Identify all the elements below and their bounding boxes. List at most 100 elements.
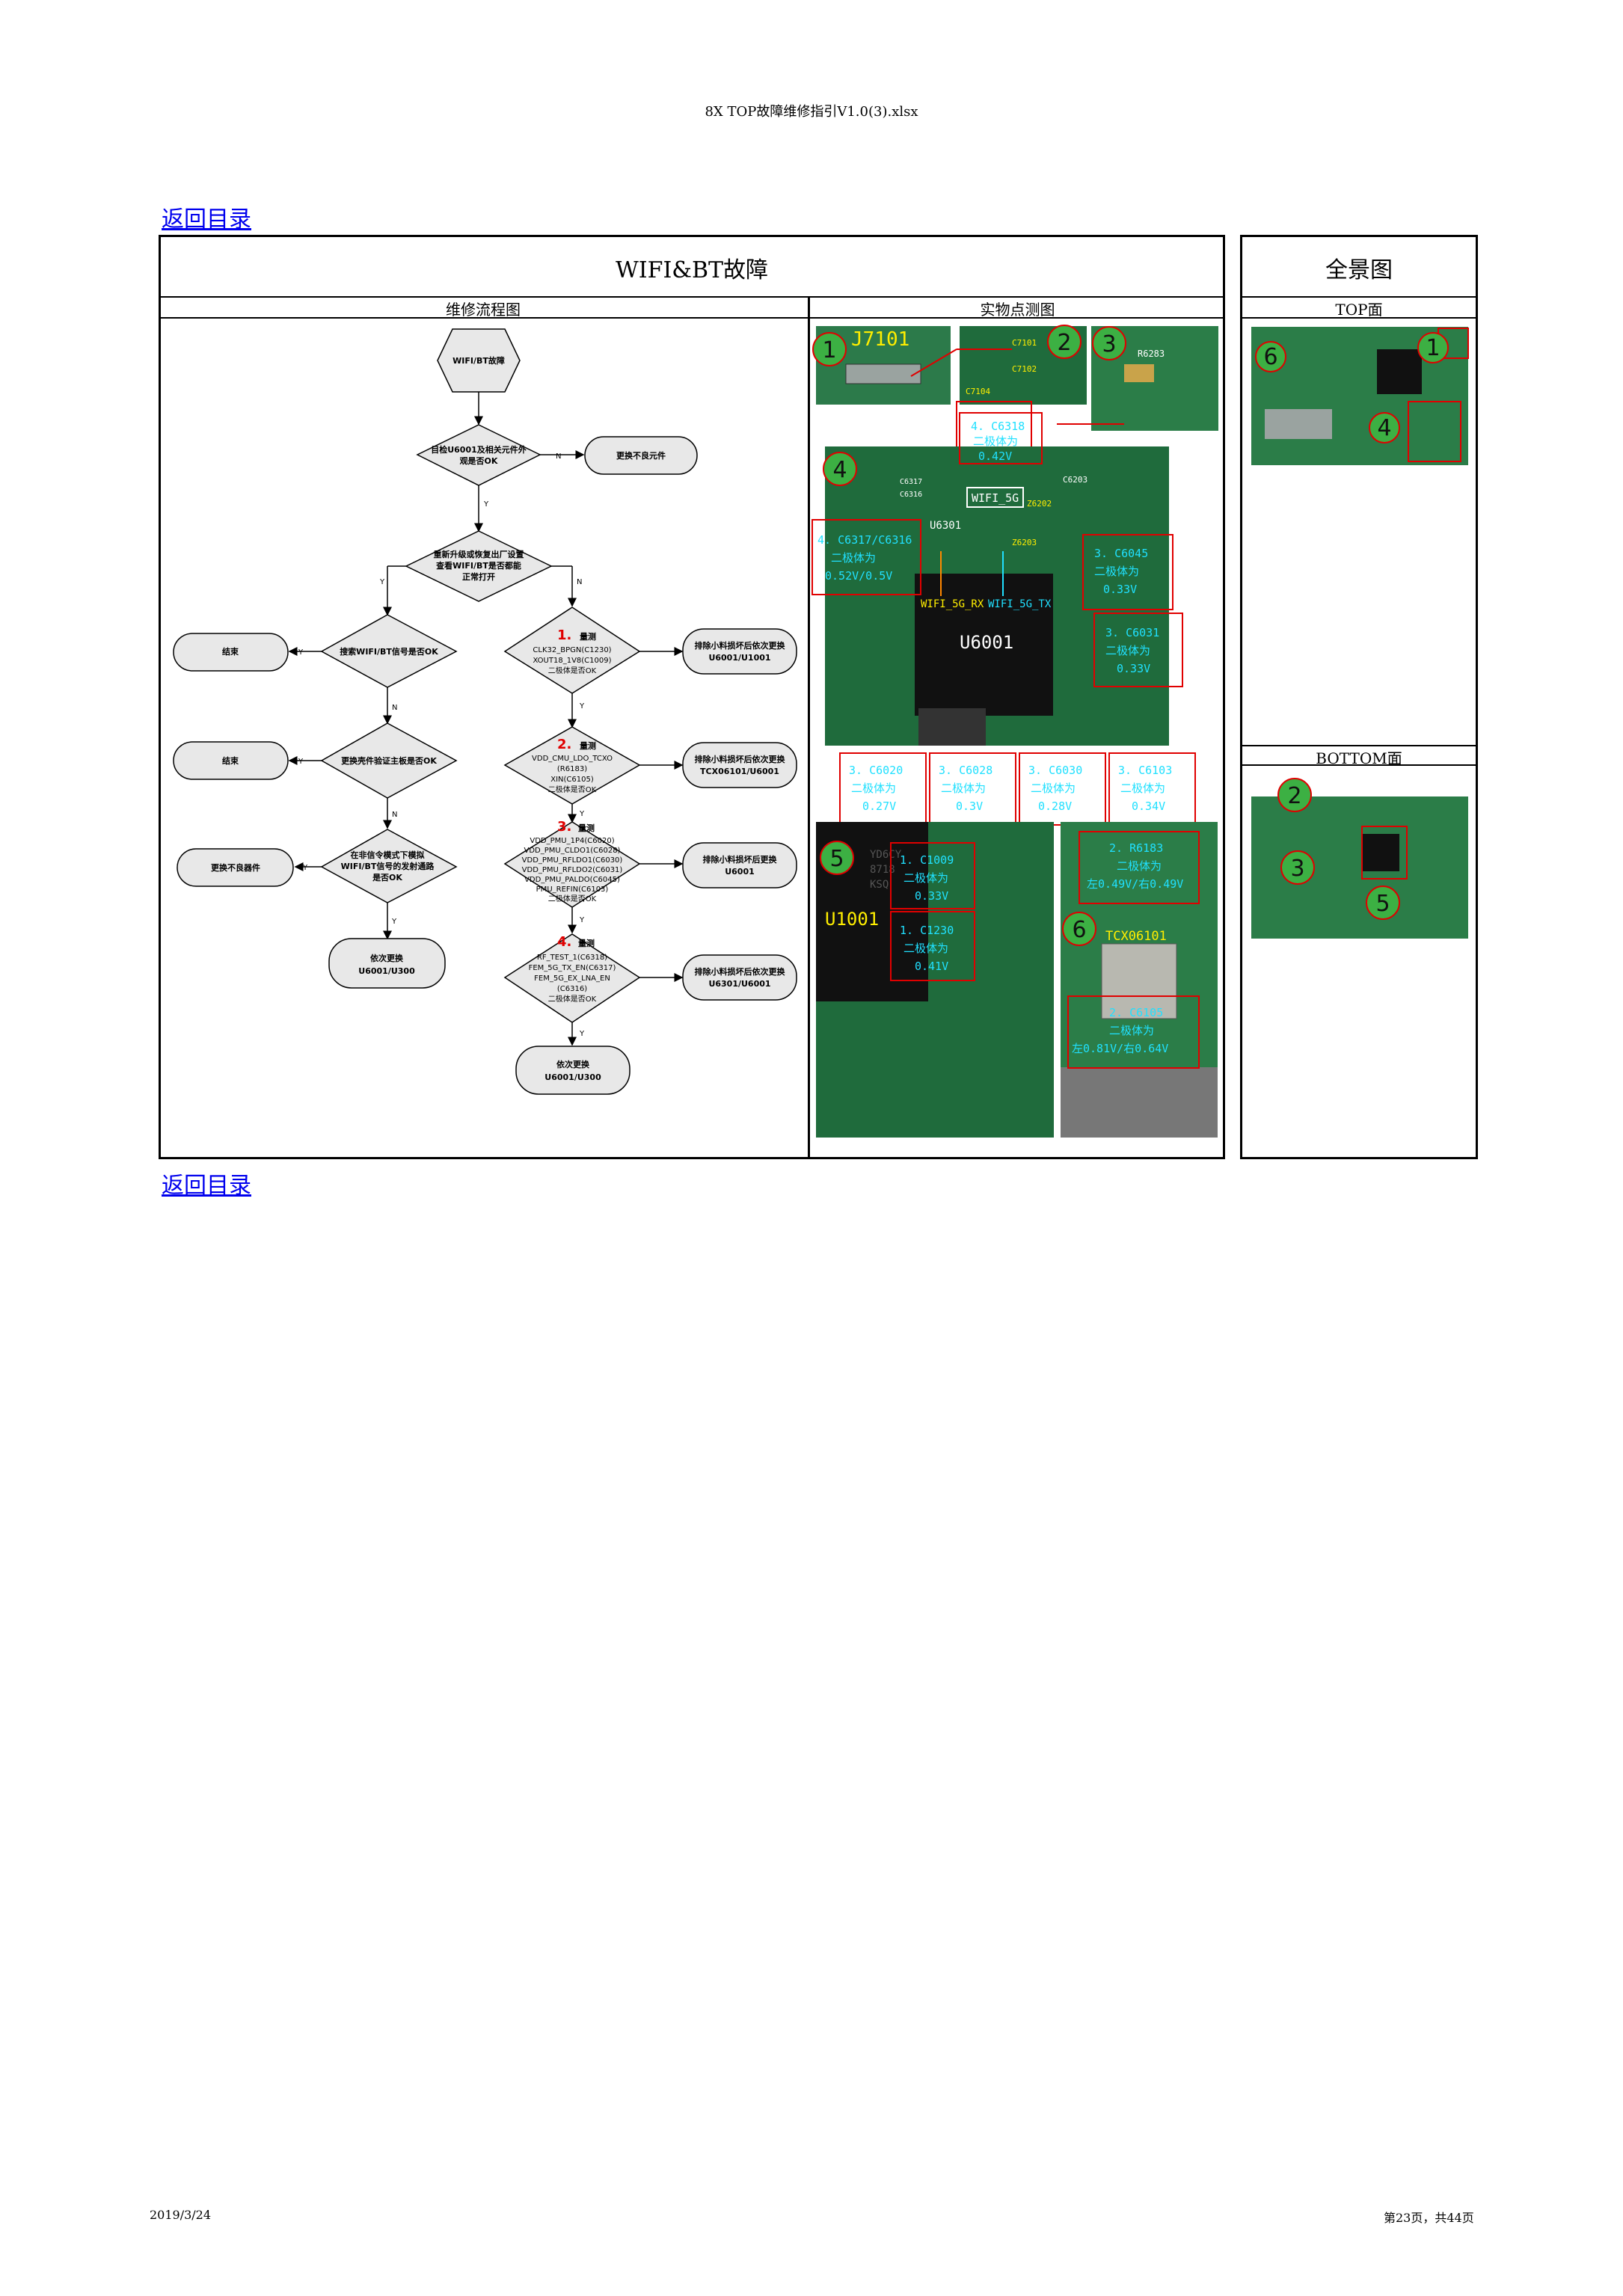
- measure-3-t5: VDD_PMU_PALDO(C6045): [524, 876, 620, 884]
- box-c6318: [959, 412, 1043, 464]
- panorama-title: 全景图: [1325, 257, 1393, 283]
- box-c6031: [1093, 613, 1183, 687]
- back-to-contents-link-bottom[interactable]: 返回目录: [162, 1173, 251, 1199]
- label-wifi5g-tx: WIFI_5G_TX: [988, 598, 1052, 610]
- check-visual-text-2: 观是否OK: [460, 456, 498, 466]
- box-c6045: [1082, 534, 1173, 610]
- badge-3-text: 3: [1102, 331, 1116, 357]
- bottom-badge-2: [1277, 778, 1312, 812]
- c1230-l1: 1. C1230: [900, 924, 954, 937]
- footer-page: 第23页，共44页: [1384, 2211, 1474, 2225]
- badge-6: [1062, 912, 1096, 946]
- measure-3-t1: VDD_PMU_1P4(C6020): [530, 837, 614, 845]
- c1230-l3: 0.41V: [915, 960, 948, 973]
- c1009-l3: 0.33V: [915, 889, 948, 903]
- bottom-box-5: [1361, 826, 1408, 880]
- replace-parts-text: 更换不良元件: [616, 450, 666, 461]
- badge-5-text: 5: [829, 846, 844, 872]
- pcb-photo-panel: J7101 C7101 C7102 C7104 R6283 U6001 WIFI…: [812, 325, 1218, 1138]
- end-node-1: [173, 633, 289, 672]
- label-yes-5: Y: [302, 864, 308, 872]
- panorama-divider-2: [1240, 317, 1478, 319]
- c1009-l2: 二极体为: [903, 871, 948, 885]
- measure-4-t4: (C6316): [557, 985, 587, 993]
- label-no: N: [556, 452, 561, 461]
- main-table-col-divider: [808, 296, 810, 1159]
- panorama-divider: [1240, 296, 1478, 298]
- r6183-l1: 2. R6183: [1109, 841, 1163, 855]
- end-text-1: 结束: [221, 646, 239, 657]
- measure-1-t0: 量测: [580, 631, 596, 642]
- connector-shape: [845, 363, 921, 384]
- flow-connectors: [288, 392, 684, 1046]
- label-yes-4: Y: [298, 758, 304, 766]
- c6317-l3: 0.52V/0.5V: [825, 569, 892, 583]
- bottom-face-label: BOTTOM面: [1316, 749, 1402, 767]
- label-yes-6: Y: [391, 918, 397, 926]
- chip-u6001: [915, 574, 1053, 716]
- c6318-v1: 二极体为: [973, 435, 1018, 448]
- bottom-badge-3: [1280, 850, 1315, 885]
- panorama-table: [1240, 235, 1478, 1159]
- c6031-l1: 3. C6031: [1105, 626, 1159, 639]
- col-photo-header: 实物点测图: [980, 301, 1055, 319]
- label-no-2: N: [577, 578, 582, 586]
- label-y-m3: Y: [579, 916, 585, 924]
- badge-4-text: 4: [832, 457, 847, 483]
- c6103-l2: 二极体为: [1120, 782, 1165, 795]
- c6031-l2: 二极体为: [1105, 644, 1150, 657]
- c6318-title: 4. C6318: [971, 420, 1025, 433]
- footer-date: 2019/3/24: [150, 2208, 212, 2222]
- top-board-chip: [1377, 349, 1422, 394]
- measure-2-diamond: [503, 726, 641, 805]
- measure-4-t0: 量测: [578, 938, 595, 948]
- chip-small: [918, 708, 986, 746]
- r6183-l3: 左0.49V/右0.49V: [1087, 877, 1183, 891]
- label-y-m1: Y: [579, 702, 585, 710]
- badge-5: [820, 841, 854, 875]
- label-z6203: Z6203: [1012, 538, 1037, 547]
- replace-bad-part-node: [177, 848, 294, 887]
- c6103-l1: 3. C6103: [1118, 764, 1172, 777]
- r6183-l2: 二极体为: [1117, 859, 1162, 873]
- measure-4-t5: 二极体是否OK: [548, 994, 597, 1004]
- label-c7101: C7101: [1012, 338, 1037, 348]
- c1230-l2: 二极体为: [903, 942, 948, 955]
- measure-3-t2: VDD_PMU_CLDO1(C6028): [524, 847, 621, 855]
- label-y-m4: Y: [579, 1030, 585, 1038]
- label-wifi5g: WIFI_5G: [972, 491, 1019, 505]
- end-replace-center-2: U6001/U300: [544, 1072, 601, 1082]
- measure-3-fail-2: U6001: [725, 867, 755, 877]
- measure-2-t3: XIN(C6105): [550, 776, 594, 784]
- c6045-l1: 3. C6045: [1094, 547, 1148, 560]
- measure-3-t3: VDD_PMU_RFLDO1(C6030): [522, 856, 623, 865]
- wifi5g-outline: [966, 487, 1024, 508]
- c6105-l1: 2. C6105: [1109, 1006, 1163, 1019]
- measure-4-fail-2: U6301/U6001: [708, 979, 770, 989]
- top-badge-1: [1417, 332, 1449, 363]
- label-wifi5g-rx: WIFI_5G_RX: [921, 598, 984, 610]
- r6283-part: [1124, 364, 1154, 382]
- swap-housing-diamond: [320, 722, 458, 799]
- measure-4-fail-node: [682, 954, 797, 1001]
- main-table-divider: [159, 296, 1225, 298]
- measure-2-num: 2.: [557, 737, 571, 752]
- search-signal-text: 搜索WIFI/BT信号是否OK: [340, 646, 438, 657]
- badge-1-text: 1: [822, 337, 836, 363]
- measure-2-t0: 量测: [580, 740, 596, 751]
- main-table: [159, 235, 1225, 1159]
- back-to-contents-link-top[interactable]: 返回目录: [162, 206, 251, 233]
- c1009-l1: 1. C1009: [900, 853, 954, 867]
- end-replace-left-1: 依次更换: [370, 953, 404, 963]
- measure-3-fail-node: [682, 842, 797, 888]
- measure-3-t0: 量测: [578, 823, 595, 833]
- reflash-diamond: [405, 530, 553, 602]
- main-table-divider-2: [159, 317, 1225, 319]
- c6031-l3: 0.33V: [1117, 662, 1150, 675]
- label-j7101: J7101: [851, 328, 909, 351]
- c6020-l3: 0.27V: [862, 799, 896, 813]
- top-badge-4: [1369, 412, 1400, 443]
- c6030-l1: 3. C6030: [1028, 764, 1082, 777]
- measure-1-diamond: [503, 607, 641, 694]
- c6045-l2: 二极体为: [1094, 565, 1139, 578]
